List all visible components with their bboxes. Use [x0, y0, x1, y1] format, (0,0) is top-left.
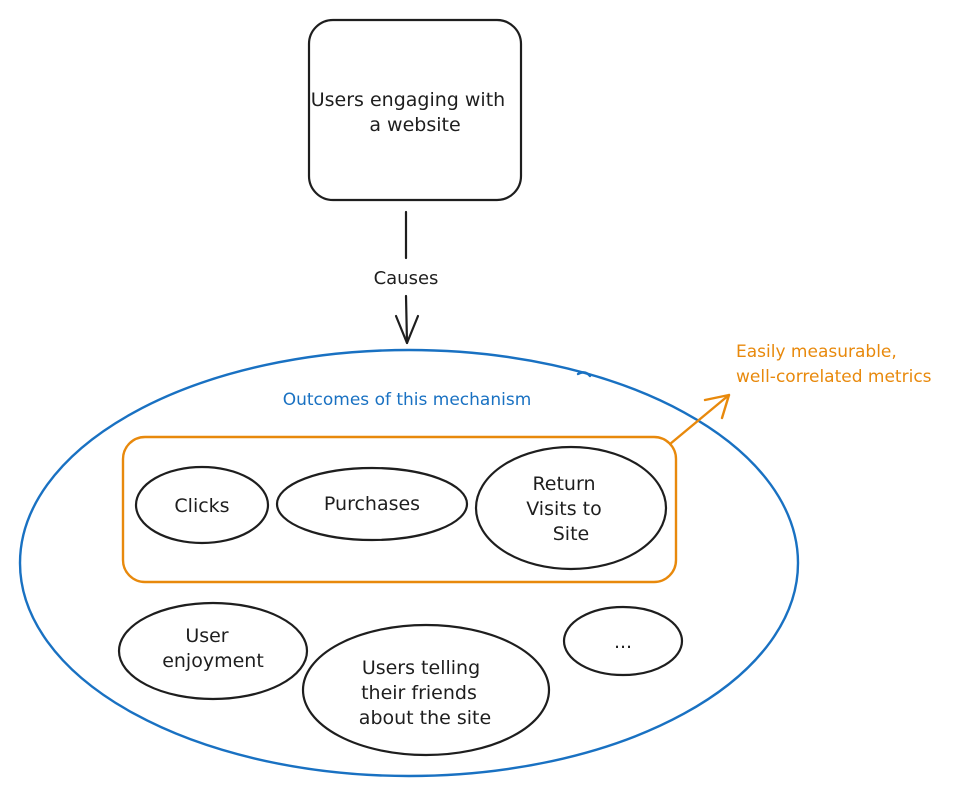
outcome-return-visits-line-2: Visits to: [526, 498, 602, 520]
outcome-purchases-label: Purchases: [324, 493, 420, 515]
outcome-telling-friends-ellipse: [301, 623, 551, 757]
outcome-return-visits-line-3: Site: [553, 523, 589, 545]
outcome-user-enjoyment-label: User enjoyment: [162, 625, 264, 672]
metrics-label-line-2: well-correlated metrics: [736, 367, 932, 387]
outcome-telling-friends-line-2: their friends: [361, 682, 477, 704]
outcome-telling-friends-line-1: Users telling: [362, 657, 480, 679]
outcomes-ellipse: [18, 348, 800, 778]
outcomes-title: Outcomes of this mechanism: [283, 390, 532, 410]
outcomes-group: Outcomes of this mechanism: [18, 348, 800, 778]
causes-arrow: Causes: [374, 210, 439, 345]
outcome-return-visits-line-1: Return: [532, 473, 595, 495]
source-label-line-1: Users engaging with: [311, 89, 505, 111]
outcome-user-enjoyment-line-1: User: [185, 625, 228, 647]
outcome-clicks: Clicks: [134, 465, 270, 545]
outcome-purchases: Purchases: [275, 466, 469, 542]
outcome-clicks-label: Clicks: [174, 495, 229, 517]
outcome-purchases-ellipse: [275, 466, 469, 542]
outcome-telling-friends: Users telling their friends about the si…: [301, 623, 551, 757]
source-node: Users engaging with a website: [307, 18, 523, 202]
outcome-clicks-line-1: Clicks: [174, 495, 229, 517]
outcome-more-line-1: ...: [614, 631, 632, 653]
source-label: Users engaging with a website: [311, 89, 512, 136]
metrics-label: Easily measurable, well-correlated metri…: [736, 342, 932, 387]
metrics-group: Easily measurable, well-correlated metri…: [121, 342, 932, 584]
causes-label: Causes: [374, 268, 439, 289]
outcomes-ellipse-stroke-end: [576, 371, 592, 378]
outcome-more: ...: [562, 605, 684, 677]
source-label-line-2: a website: [369, 114, 460, 136]
outcome-return-visits: Return Visits to Site: [474, 445, 668, 571]
source-box: [307, 18, 523, 202]
outcome-more-label: ...: [614, 631, 632, 653]
outcome-telling-friends-label: Users telling their friends about the si…: [359, 657, 491, 729]
outcome-user-enjoyment: User enjoyment: [117, 601, 309, 701]
metrics-box: [121, 435, 678, 584]
metrics-arrow-shaft: [668, 393, 731, 446]
metrics-arrow-head: [703, 393, 731, 420]
causes-arrow-head: [394, 314, 420, 345]
outcome-clicks-ellipse: [134, 465, 270, 545]
metrics-label-line-1: Easily measurable,: [736, 342, 897, 362]
causes-arrow-shaft-bottom: [404, 294, 409, 345]
outcome-telling-friends-line-3: about the site: [359, 707, 491, 729]
outcome-purchases-line-1: Purchases: [324, 493, 420, 515]
outcome-user-enjoyment-ellipse: [117, 601, 309, 701]
outcome-user-enjoyment-line-2: enjoyment: [162, 650, 264, 672]
outcome-return-visits-label: Return Visits to Site: [526, 473, 608, 545]
outcome-return-visits-ellipse: [474, 445, 668, 571]
outcome-more-ellipse: [562, 605, 684, 677]
